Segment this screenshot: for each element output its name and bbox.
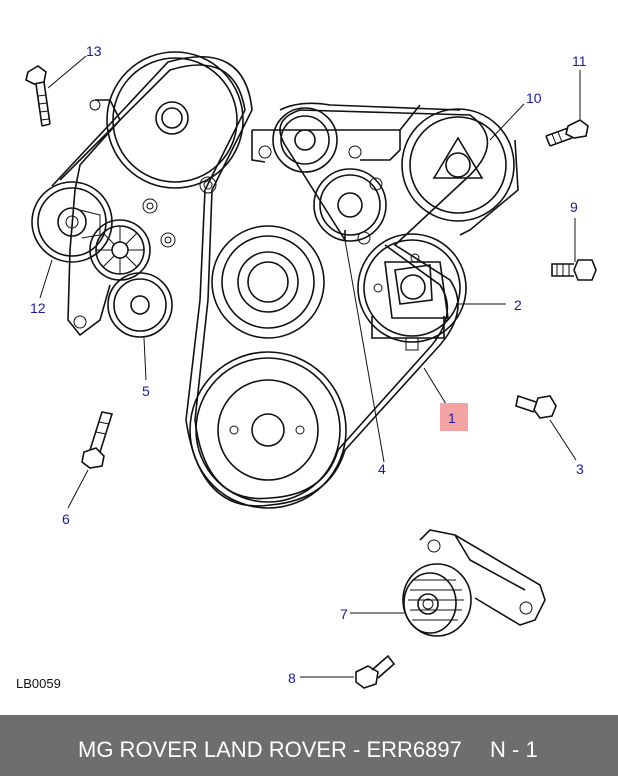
left-bracket: [67, 99, 121, 337]
callout-2: 2: [514, 297, 522, 313]
callout-1: 1: [448, 410, 456, 426]
callout-11: 11: [572, 53, 587, 69]
tensioner-assembly-7: [402, 529, 546, 637]
callout-labels: 1 2 3 4 5 6 7 8 9 10 11 12 13: [30, 43, 587, 686]
water-pump-pulley: [89, 219, 151, 281]
footer-page-number: N - 1: [490, 737, 538, 762]
crankshaft-pulley: [189, 351, 347, 509]
callout-13: 13: [86, 43, 102, 59]
diagram-reference-code: LB0059: [16, 676, 61, 691]
power-steering-pulley: [211, 225, 325, 339]
callout-7: 7: [340, 606, 348, 622]
belt-drive-diagram: 1 2 3 4 5 6 7 8 9 10 11 12 13: [25, 43, 597, 689]
bolt-6: [81, 411, 114, 469]
tensioner-12: [31, 181, 113, 263]
callout-4: 4: [378, 461, 386, 477]
bolt-3: [515, 394, 557, 419]
callout-6: 6: [62, 511, 70, 527]
idler-pulley-5: [107, 272, 173, 338]
ac-compressor-10: [399, 104, 519, 236]
bolt-13: [25, 65, 51, 127]
tensioner-pulley-2: [357, 233, 467, 351]
leader-lines: [39, 55, 581, 678]
idler-pulley-4: [313, 168, 387, 245]
callout-10: 10: [526, 90, 542, 106]
bolt-8: [355, 654, 396, 689]
top-idler-bracket: [251, 102, 461, 173]
callout-12: 12: [30, 300, 46, 316]
callout-8: 8: [288, 670, 296, 686]
footer-title: MG ROVER LAND ROVER - ERR6897: [78, 737, 462, 762]
callout-9: 9: [570, 199, 578, 215]
footer-bar: MG ROVER LAND ROVER - ERR6897 N - 1: [0, 715, 618, 776]
callout-5: 5: [142, 383, 150, 399]
alternator-pulley: [106, 51, 244, 194]
bolt-9: [551, 259, 597, 281]
bolt-11: [545, 119, 589, 147]
callout-1-highlight: [440, 403, 468, 431]
callout-3: 3: [576, 461, 584, 477]
mounting-holes: [142, 198, 176, 248]
